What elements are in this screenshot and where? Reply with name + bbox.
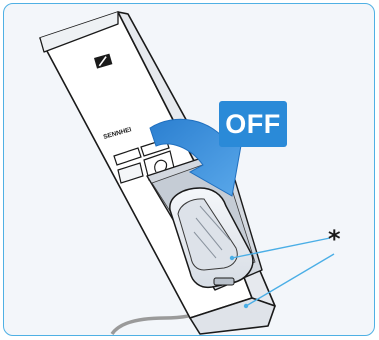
callout-asterisk: *	[328, 227, 341, 251]
off-badge: OFF	[219, 101, 287, 147]
